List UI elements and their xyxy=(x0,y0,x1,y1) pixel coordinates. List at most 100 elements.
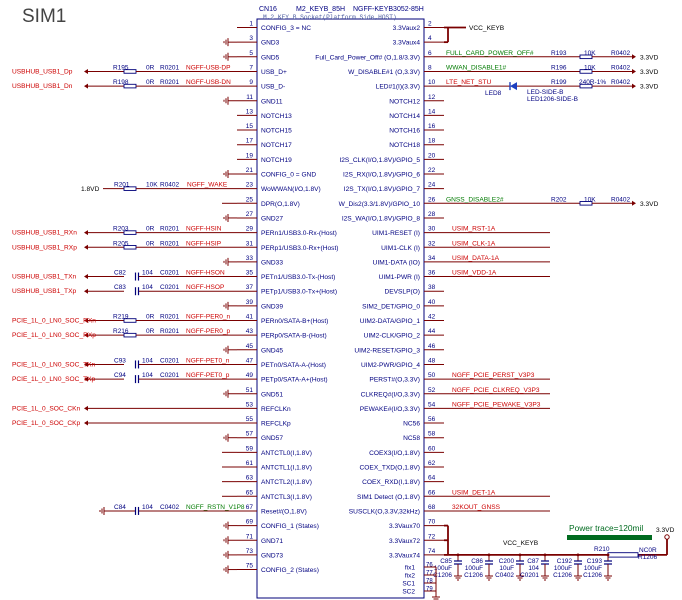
power-rail-label: 3.3VD xyxy=(640,201,659,208)
component-ref: R195 xyxy=(113,64,129,71)
ground-icon xyxy=(223,433,229,442)
component-package: R0402 xyxy=(160,182,180,189)
ground-icon xyxy=(432,596,440,600)
pin-number: 47 xyxy=(246,357,254,364)
pin-number: 40 xyxy=(428,299,436,306)
component-package: C0201 xyxy=(160,372,180,379)
pin-name: COEX_TXD(O,1.8V) xyxy=(360,465,420,472)
component-ref: C193 xyxy=(587,558,603,565)
power-rail-label: 1.8VD xyxy=(81,186,100,193)
ground-icon xyxy=(223,345,229,354)
component-value: 104 xyxy=(528,565,539,572)
pin-name: REFCLKp xyxy=(261,421,291,428)
component-value: 10uF xyxy=(499,565,514,572)
connector-ref: CN16 xyxy=(259,6,277,13)
pin-name: GND5 xyxy=(261,54,280,61)
ground-icon xyxy=(485,575,493,581)
net-label: USIM_VDD-1A xyxy=(452,270,497,277)
pin-name: PERp1/USB3.0-Rx+(Host) xyxy=(261,245,339,252)
offpage-net-label: PCIE_1L_0_LN0_SOC_TXn xyxy=(12,361,96,368)
offpage-connector-icon xyxy=(84,244,88,250)
power-rail-label: 3.3VD xyxy=(656,527,675,534)
net-label: NGFF_WAKE xyxy=(187,182,228,189)
component-package: C1206 xyxy=(583,572,602,579)
component-value: 10K xyxy=(146,182,158,189)
component-ref: C200 xyxy=(499,558,515,565)
pin-number: 2 xyxy=(428,21,432,28)
component-ref: R199 xyxy=(551,79,567,86)
net-label: NGFF-PER0_p xyxy=(186,328,230,335)
ground-icon xyxy=(223,257,229,266)
pin-number: 62 xyxy=(428,460,436,467)
pin-name: 3.3Vaux72 xyxy=(389,538,420,545)
pin-name: PETp0/SATA-A+(Host) xyxy=(261,377,328,384)
ground-icon xyxy=(223,301,229,310)
component-value: 100uF xyxy=(554,565,572,572)
pin-number: 43 xyxy=(246,328,254,335)
pin-name: NOTCH15 xyxy=(261,128,292,135)
offpage-net-label: PCIE_1L_0_SOC_CKp xyxy=(12,420,81,427)
component-package: C0201 xyxy=(520,572,539,579)
pin-74: 743.3Vaux74 xyxy=(389,548,448,559)
pin-name: CONFIG_1 (States) xyxy=(261,523,319,530)
component-value: 0R xyxy=(146,64,155,71)
pin-number: 5 xyxy=(249,50,253,57)
component-value: 100uF xyxy=(434,565,452,572)
power-rail-label: 3.3VD xyxy=(640,54,659,61)
ground-icon xyxy=(223,521,229,530)
pin-name: SC1 xyxy=(402,581,415,588)
net-label: NGFF-PET0_n xyxy=(186,357,230,364)
pin-number: 34 xyxy=(428,255,436,262)
pin-name: COEX_RXD(I,1.8V) xyxy=(362,479,420,486)
pin-name: GND51 xyxy=(261,391,283,398)
pin-4: 43.3Vaux4 xyxy=(393,35,448,47)
component-ref: R219 xyxy=(113,314,129,321)
led-package: LED1206-SIDE-B xyxy=(527,96,578,103)
pin-number: 74 xyxy=(428,548,436,555)
pin-number: 9 xyxy=(249,79,253,86)
pin-name: UIM1-RESET (I) xyxy=(372,230,420,237)
pin-number: 16 xyxy=(428,123,436,130)
pin-number: 13 xyxy=(246,108,254,115)
pin-name: GND39 xyxy=(261,303,283,310)
pin-name: ANTCTL2(I,1.8V) xyxy=(261,479,312,486)
pin-72: 723.3Vaux72 xyxy=(389,533,448,545)
pin-number: 27 xyxy=(246,211,254,218)
pin-name: UIM2-CLK/GPIO_2 xyxy=(364,333,421,340)
pin-number: 76 xyxy=(426,563,433,569)
sheet-title: SIM1 xyxy=(22,6,66,27)
component-value: 104 xyxy=(142,270,153,277)
offpage-connector-icon xyxy=(632,200,636,206)
net-label: NGFF-USB-DN xyxy=(186,79,231,86)
ground-icon xyxy=(223,52,229,61)
offpage-connector-icon xyxy=(84,376,88,382)
component-package: R0402 xyxy=(611,64,631,71)
pin-number: 78 xyxy=(426,579,433,585)
offpage-connector-icon xyxy=(632,83,636,89)
led-ref: LED8 xyxy=(485,90,502,97)
pin-number: 37 xyxy=(246,284,254,291)
pin-number: 7 xyxy=(249,64,253,71)
pin-number: 77 xyxy=(426,571,433,577)
